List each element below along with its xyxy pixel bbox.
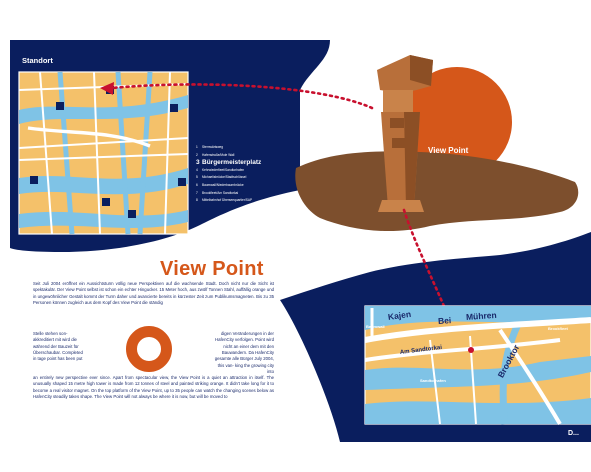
map-label-standort: Standort bbox=[22, 56, 53, 65]
ground-mound bbox=[295, 151, 579, 232]
street-label-brookfleet: Brookfleet bbox=[548, 326, 568, 331]
street-label-bei: Bei bbox=[437, 315, 452, 326]
article-body-bottom: an entirely new perspective ever since. … bbox=[33, 375, 274, 400]
city-map-bottom bbox=[364, 305, 591, 426]
street-label-sandtorhafen: Sandtorhafen bbox=[420, 378, 446, 383]
street-label-muehren: Mühren bbox=[465, 309, 497, 322]
city-map-top bbox=[18, 71, 189, 235]
viewpoint-tower bbox=[377, 55, 433, 212]
route-dots-top bbox=[110, 83, 374, 110]
article-title: View Point bbox=[160, 258, 264, 280]
orange-sun bbox=[402, 67, 512, 177]
tower-label: View Point bbox=[428, 146, 469, 155]
article-intro: Seit Juli 2004 eröffnet ein Aussichtstur… bbox=[33, 281, 274, 306]
orange-ring-graphic bbox=[126, 326, 172, 372]
street-label-baumwall: Baumwall bbox=[366, 324, 385, 329]
article-right-column: digen Veränderungen in der HafenCity ver… bbox=[214, 331, 274, 375]
article-left-column: Stelle stehen son­akkreditiert mit wird … bbox=[33, 331, 83, 362]
corner-label: D... bbox=[568, 430, 579, 437]
route-arrow-top bbox=[100, 82, 114, 95]
